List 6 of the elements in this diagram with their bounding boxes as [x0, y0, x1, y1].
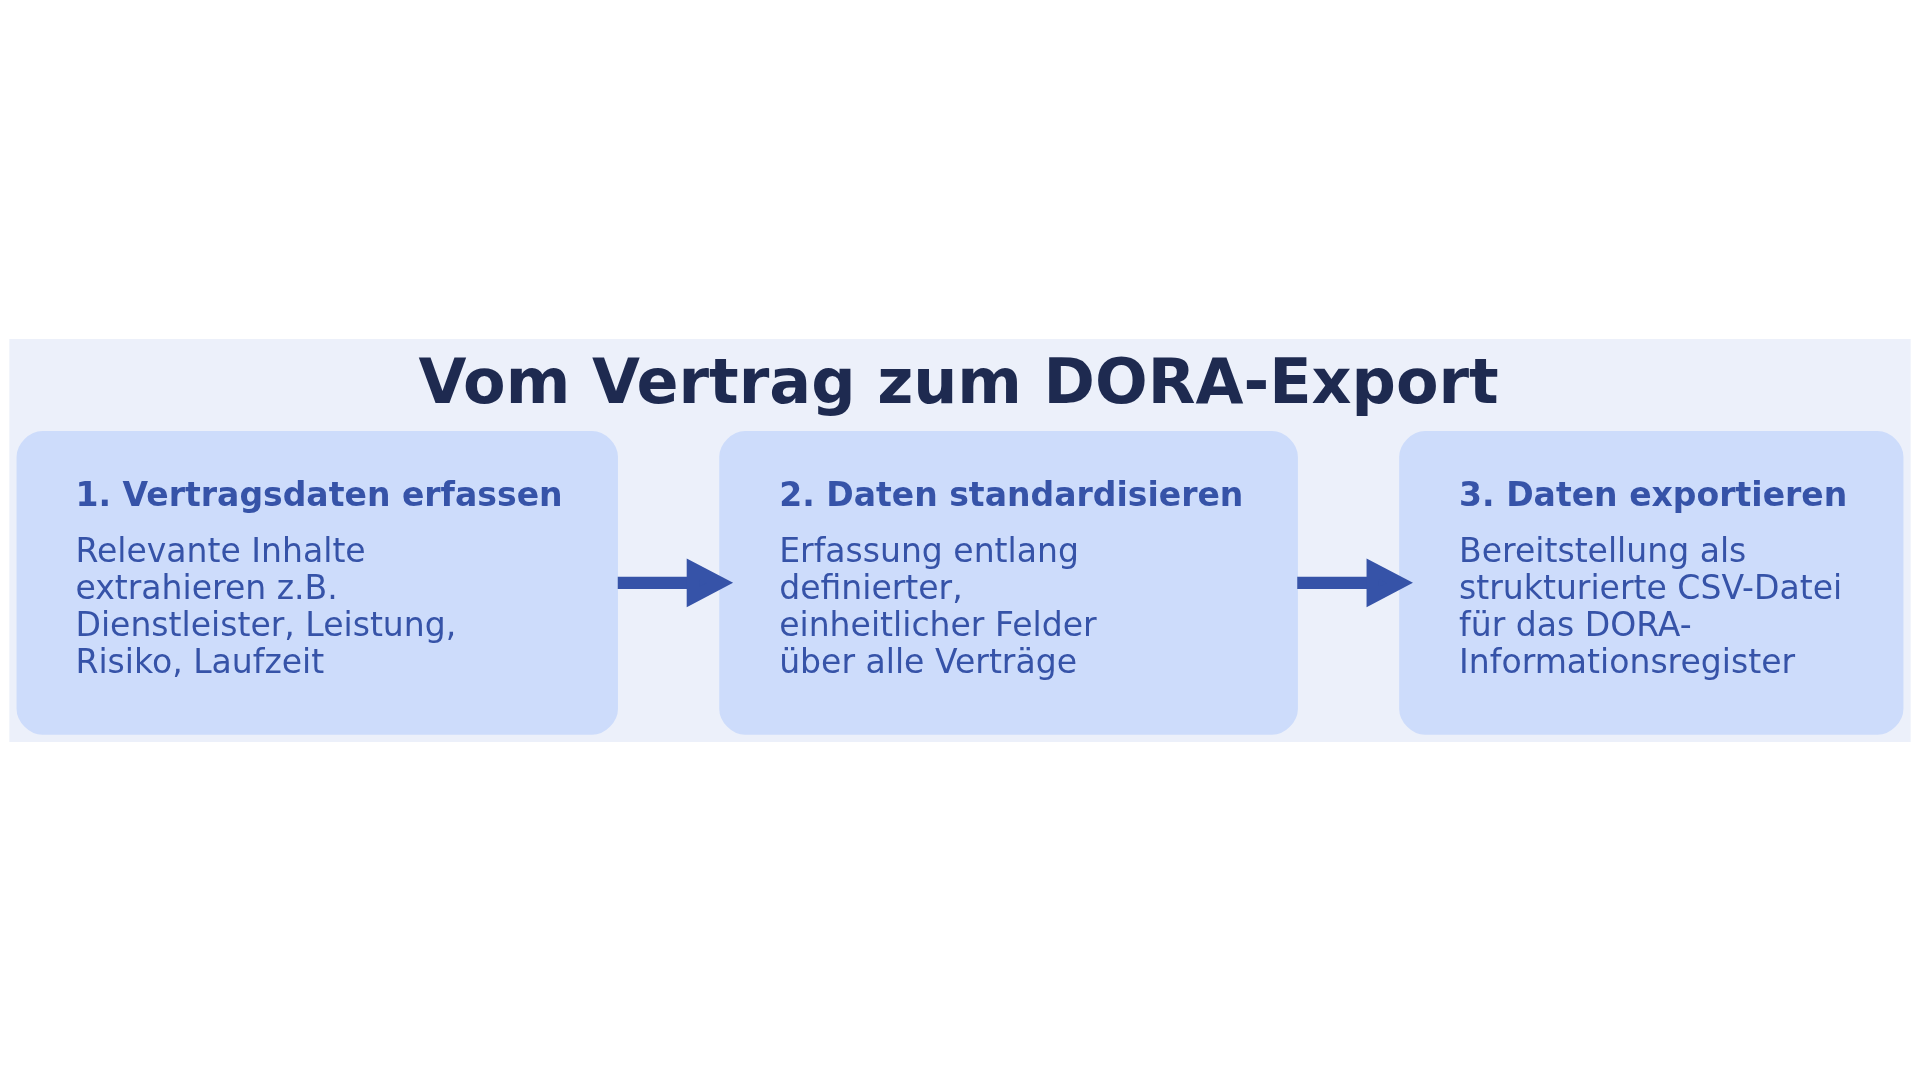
node-box: 3. Daten exportieren Bereitstellung als strukturierte CSV-Datei für das DORA-Informationsregister	[1399, 430, 1904, 735]
node-box: 1. Vertragsdaten erfassen Relevante Inhalte extrahieren z.B. Dienstleister, Leistung, Risiko, Laufzeit	[16, 430, 618, 735]
arrow	[1297, 558, 1413, 607]
arrow	[617, 558, 734, 607]
diagram-title: Vom Vertrag zum DORA-Export	[418, 344, 1499, 418]
node-box: 2. Daten standardisieren Erfassung entlang definierter, einheitlicher Felder über alle Verträge	[719, 430, 1298, 735]
